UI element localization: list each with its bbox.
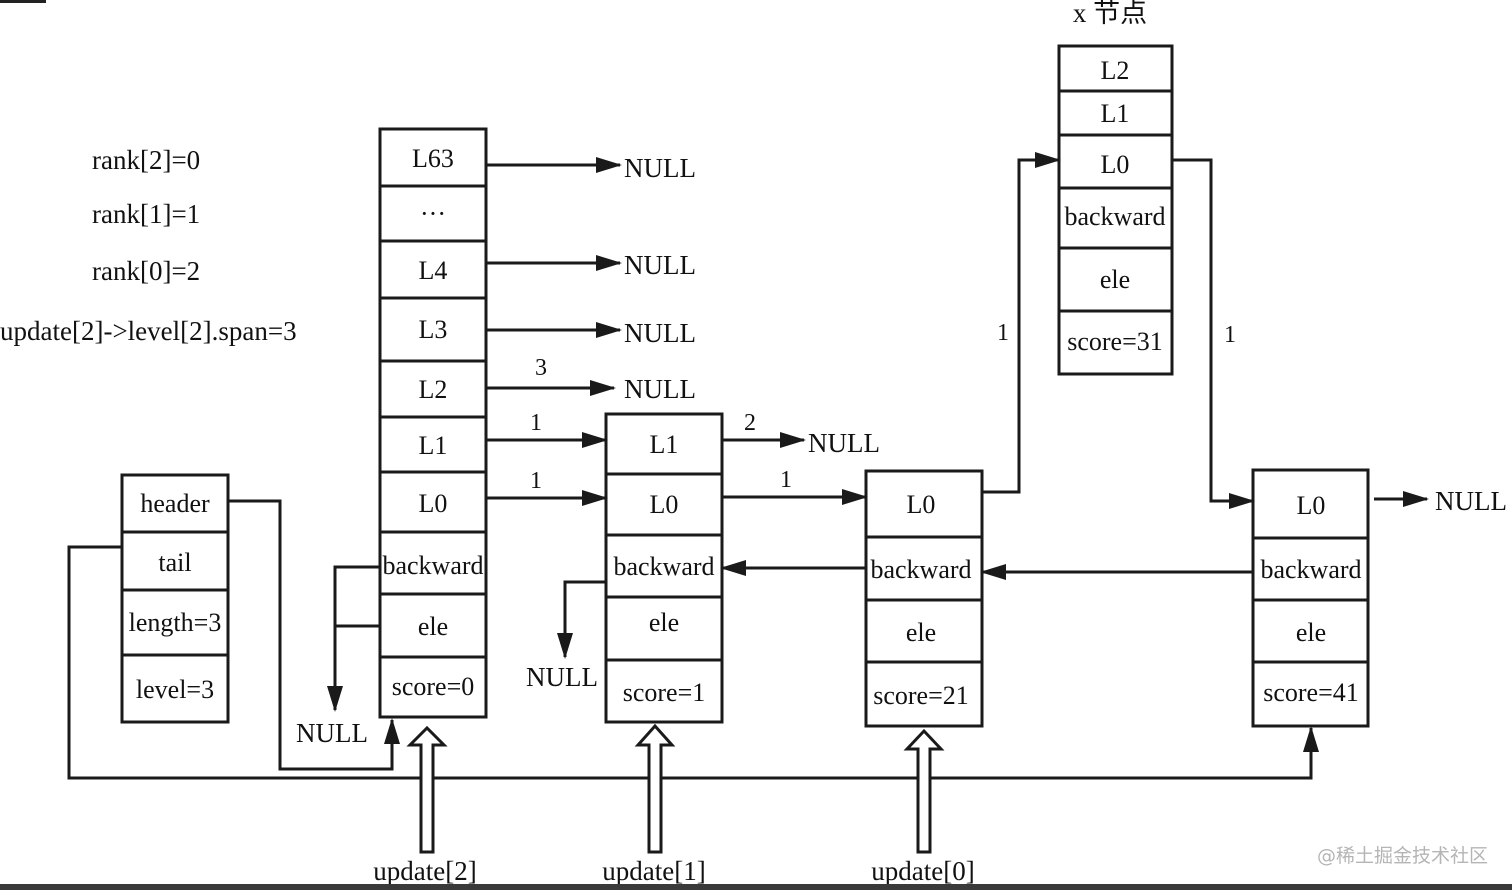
level-field: level=3	[136, 675, 214, 704]
update-2-arrow	[406, 725, 448, 854]
struct-pointers	[67, 499, 1319, 780]
span-n1-l1: 2	[744, 410, 756, 436]
node-score-41: L0 backward ele score=41	[1251, 468, 1370, 728]
nx-l0: L0	[1101, 150, 1130, 179]
header-l1: L1	[419, 431, 448, 460]
rank-0-text: rank[0]=2	[92, 256, 200, 286]
node1-forward-arrows	[722, 432, 868, 505]
rank-2-text: rank[2]=0	[92, 145, 200, 175]
header-ellipsis: ···	[420, 199, 446, 228]
node-score-1: L1 L0 backward ele score=1	[604, 412, 724, 724]
n21-score: score=21	[873, 681, 969, 710]
update-0-label: update[0]	[871, 856, 974, 886]
list-struct: header tail length=3 level=3	[120, 473, 230, 724]
header-score: score=0	[392, 672, 475, 701]
update-arrows: update[2] update[1] update[0]	[373, 723, 975, 886]
n41-score: score=41	[1263, 678, 1359, 707]
header-l3: L3	[419, 315, 448, 344]
header-l2: L2	[419, 375, 448, 404]
n1-l1: L1	[650, 430, 679, 459]
header-ele: ele	[418, 612, 448, 641]
update-1-label: update[1]	[602, 856, 705, 886]
update-1-arrow	[634, 723, 676, 854]
update-2-label: update[2]	[373, 856, 476, 886]
bottom-edge-bar	[0, 884, 1512, 890]
n1-ele: ele	[649, 608, 679, 637]
nx-score: score=31	[1067, 327, 1163, 356]
n41-l0: L0	[1297, 491, 1326, 520]
n21-backward: backward	[870, 555, 971, 584]
update-0-arrow	[903, 728, 945, 854]
null-n1-l1: NULL	[808, 428, 880, 458]
null-n1-backward: NULL	[526, 662, 598, 692]
header-field: header	[140, 489, 210, 518]
node-x: x 节点 L2 L1 L0 backward ele score=31	[1057, 0, 1174, 376]
nx-backward: backward	[1064, 202, 1165, 231]
node-score-21: L0 backward ele score=21	[864, 469, 984, 728]
n21-ele: ele	[906, 618, 936, 647]
n41-ele: ele	[1296, 618, 1326, 647]
span-n1-l0: 1	[780, 467, 792, 493]
null-labels: NULL NULL NULL NULL NULL NULL NULL NULL	[296, 153, 1507, 748]
span-header-l1: 1	[530, 410, 542, 436]
backward-arrows	[327, 560, 1253, 712]
header-l63: L63	[412, 144, 454, 173]
null-header-backward: NULL	[296, 718, 368, 748]
span-labels: 3 1 1 2 1 1 1	[530, 320, 1236, 494]
nx-l2: L2	[1101, 56, 1130, 85]
n1-score: score=1	[623, 678, 706, 707]
header-l0: L0	[419, 489, 448, 518]
header-backward: backward	[382, 551, 483, 580]
null-n41-l0: NULL	[1435, 486, 1507, 516]
rank-info: rank[2]=0 rank[1]=1 rank[0]=2 update[2]-…	[0, 145, 297, 346]
null-l4: NULL	[624, 250, 696, 280]
n41-backward: backward	[1260, 555, 1361, 584]
n1-backward: backward	[613, 552, 714, 581]
header-forward-arrows	[486, 157, 622, 506]
span-header-l2: 3	[535, 355, 547, 381]
header-node: L63 ··· L4 L3 L2 L1 L0 backward ele scor…	[378, 127, 488, 719]
null-l3: NULL	[624, 318, 696, 348]
span-to-x: 1	[997, 320, 1009, 346]
length-field: length=3	[129, 608, 222, 637]
rank-1-text: rank[1]=1	[92, 199, 200, 229]
nx-ele: ele	[1100, 265, 1130, 294]
tail-field: tail	[158, 548, 191, 577]
n21-l0: L0	[907, 490, 936, 519]
watermark-text: @稀土掘金技术社区	[1317, 845, 1488, 867]
n1-l0: L0	[650, 490, 679, 519]
null-l2: NULL	[624, 374, 696, 404]
span-header-l0: 1	[530, 468, 542, 494]
header-l4: L4	[419, 256, 448, 285]
x-node-title: x 节点	[1073, 0, 1147, 28]
top-edge-mark	[0, 0, 46, 3]
span-info-text: update[2]->level[2].span=3	[0, 316, 297, 346]
null-l63: NULL	[624, 153, 696, 183]
x-node-links	[982, 152, 1429, 509]
span-from-x: 1	[1224, 322, 1236, 348]
nx-l1: L1	[1101, 99, 1130, 128]
